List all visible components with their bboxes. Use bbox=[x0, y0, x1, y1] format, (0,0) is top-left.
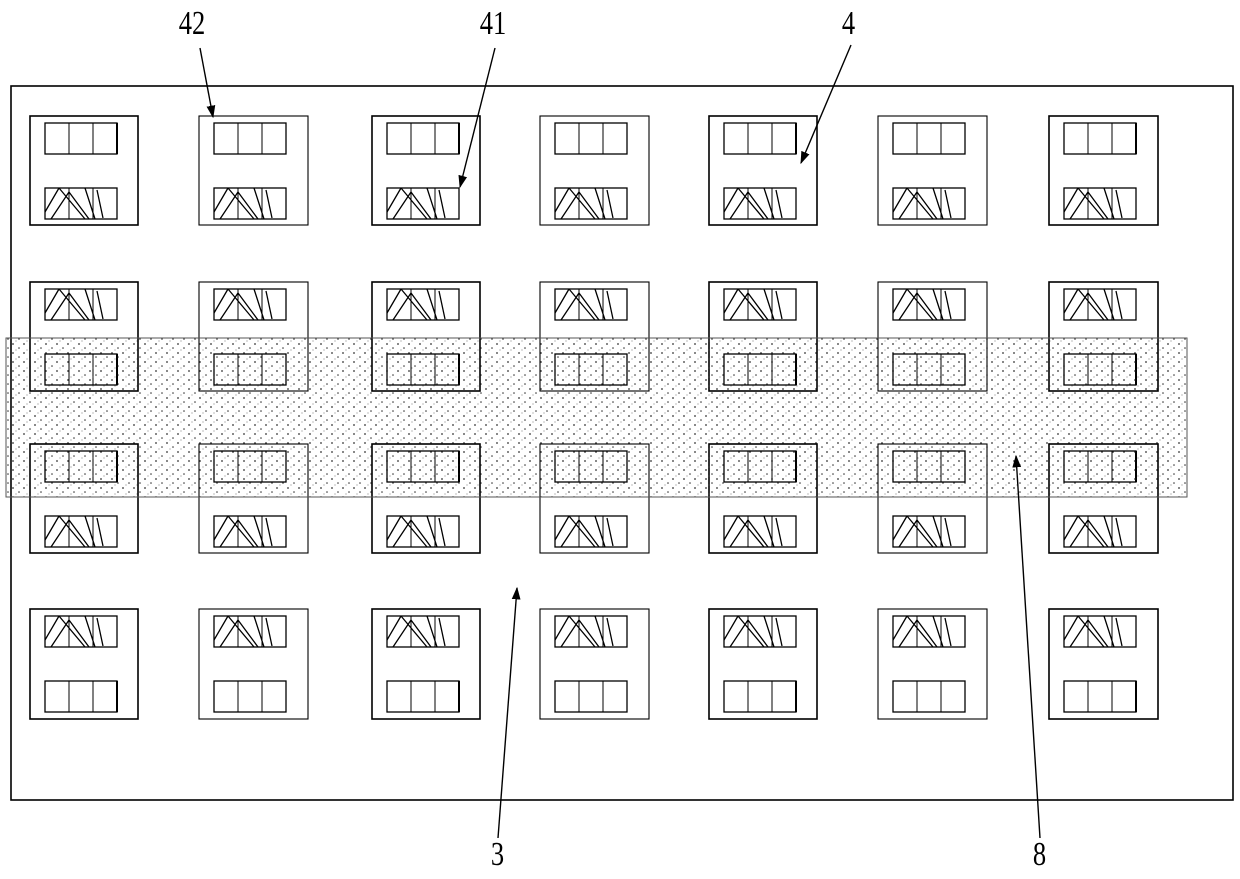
grid-cell-element bbox=[387, 681, 459, 712]
hatched-cell-element bbox=[45, 289, 117, 320]
hatched-cell-element bbox=[214, 516, 286, 547]
grid-cell-element bbox=[724, 123, 796, 154]
hatched-cell-element bbox=[555, 616, 627, 647]
reference-numeral-42: 42 bbox=[179, 7, 206, 41]
reference-numeral-3: 3 bbox=[491, 838, 504, 872]
hatched-cell-element bbox=[1064, 289, 1136, 320]
grid-cell-element bbox=[893, 123, 965, 154]
hatched-cell-element bbox=[555, 289, 627, 320]
panel bbox=[540, 116, 649, 225]
grid-cell-element bbox=[45, 123, 117, 154]
panel bbox=[709, 609, 817, 719]
hatched-cell-element bbox=[724, 516, 796, 547]
panel bbox=[372, 609, 480, 719]
hatched-cell-element bbox=[1064, 616, 1136, 647]
hatched-cell-element bbox=[893, 516, 965, 547]
leader-42 bbox=[200, 48, 213, 117]
panel bbox=[1049, 609, 1158, 719]
grid-cell-element bbox=[1064, 681, 1136, 712]
hatched-cell-element bbox=[724, 616, 796, 647]
panel bbox=[709, 116, 817, 225]
grid-cell-element bbox=[45, 681, 117, 712]
hatched-cell-element bbox=[893, 616, 965, 647]
hatched-cell-element bbox=[555, 188, 627, 219]
hatched-cell-element bbox=[1064, 188, 1136, 219]
hatched-cell-element bbox=[387, 188, 459, 219]
hatched-cell-element bbox=[893, 289, 965, 320]
panel bbox=[878, 116, 987, 225]
leader-8 bbox=[1016, 456, 1040, 838]
reference-numeral-8: 8 bbox=[1033, 838, 1046, 872]
hatched-cell-element bbox=[724, 289, 796, 320]
hatched-cell-element bbox=[214, 188, 286, 219]
hatched-cell-element bbox=[555, 516, 627, 547]
grid-cell-element bbox=[214, 681, 286, 712]
leader-4 bbox=[801, 45, 851, 163]
hatched-cell-element bbox=[387, 289, 459, 320]
hatched-cell-element bbox=[45, 616, 117, 647]
grid-cell-element bbox=[214, 123, 286, 154]
leader-41 bbox=[460, 48, 495, 187]
hatched-cell-element bbox=[45, 188, 117, 219]
grid-cell-element bbox=[555, 123, 627, 154]
grid-cell-element bbox=[387, 123, 459, 154]
stippled-strip bbox=[6, 338, 1187, 497]
hatched-cell-element bbox=[724, 188, 796, 219]
hatched-cell-element bbox=[214, 289, 286, 320]
panel bbox=[30, 116, 138, 225]
hatched-cell-element bbox=[387, 516, 459, 547]
hatched-cell-element bbox=[214, 616, 286, 647]
hatched-cell-element bbox=[387, 616, 459, 647]
panel bbox=[878, 609, 987, 719]
hatched-cell-element bbox=[893, 188, 965, 219]
reference-numeral-41: 41 bbox=[480, 7, 507, 41]
panel bbox=[1049, 116, 1158, 225]
panel bbox=[199, 609, 308, 719]
hatched-cell-element bbox=[45, 516, 117, 547]
panel bbox=[540, 609, 649, 719]
grid-cell-element bbox=[1064, 123, 1136, 154]
grid-cell-element bbox=[555, 681, 627, 712]
panel bbox=[30, 609, 138, 719]
reference-numeral-4: 4 bbox=[842, 7, 855, 41]
hatched-cell-element bbox=[1064, 516, 1136, 547]
panel bbox=[199, 116, 308, 225]
grid-cell-element bbox=[724, 681, 796, 712]
grid-cell-element bbox=[893, 681, 965, 712]
